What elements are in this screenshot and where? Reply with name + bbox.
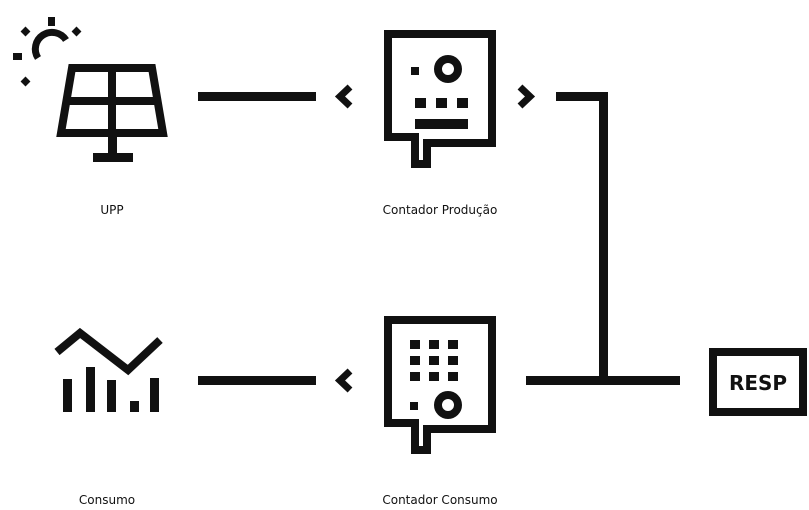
arrow-left-icon — [334, 368, 353, 393]
connector-consumo-line — [198, 376, 316, 385]
consumption-meter-icon — [384, 316, 496, 454]
consumo-label: Consumo — [79, 493, 135, 507]
upp-label: UPP — [100, 203, 123, 217]
production-meter-icon — [384, 30, 496, 168]
connector-resp-trunk — [526, 92, 680, 385]
connector-upp-line — [198, 92, 316, 101]
arrow-left-icon — [334, 84, 353, 109]
resp-box: RESP — [709, 348, 807, 416]
contador-consumo-label: Contador Consumo — [382, 493, 497, 507]
arrow-right-icon — [517, 84, 536, 109]
resp-label: RESP — [729, 371, 787, 395]
contador-producao-label: Contador Produção — [383, 203, 498, 217]
solar-panel-icon — [13, 17, 168, 162]
consumption-chart-icon — [54, 327, 163, 412]
